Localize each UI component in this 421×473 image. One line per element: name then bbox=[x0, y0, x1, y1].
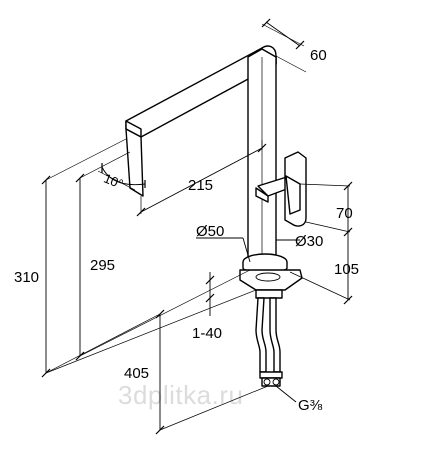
watermark-text: 3dplitka.ru bbox=[118, 380, 243, 410]
label-total-height: 310 bbox=[14, 269, 39, 286]
label-handle-height: 70 bbox=[336, 205, 353, 222]
label-deck-thickness: 1-40 bbox=[192, 325, 222, 342]
label-spout-height: 295 bbox=[90, 257, 115, 274]
label-hose-length: 405 bbox=[124, 365, 149, 382]
label-base-to-handle: 105 bbox=[334, 261, 359, 278]
dimension-lines bbox=[41, 18, 353, 435]
label-spout-depth: 60 bbox=[310, 47, 327, 64]
faucet-body bbox=[125, 45, 307, 387]
label-angle: 10° bbox=[102, 171, 126, 192]
label-spout-reach: 215 bbox=[188, 177, 213, 194]
label-base-diameter: Ø50 bbox=[196, 223, 224, 240]
label-body-diameter: Ø30 bbox=[295, 233, 323, 250]
label-thread: G⅜ bbox=[298, 397, 323, 414]
